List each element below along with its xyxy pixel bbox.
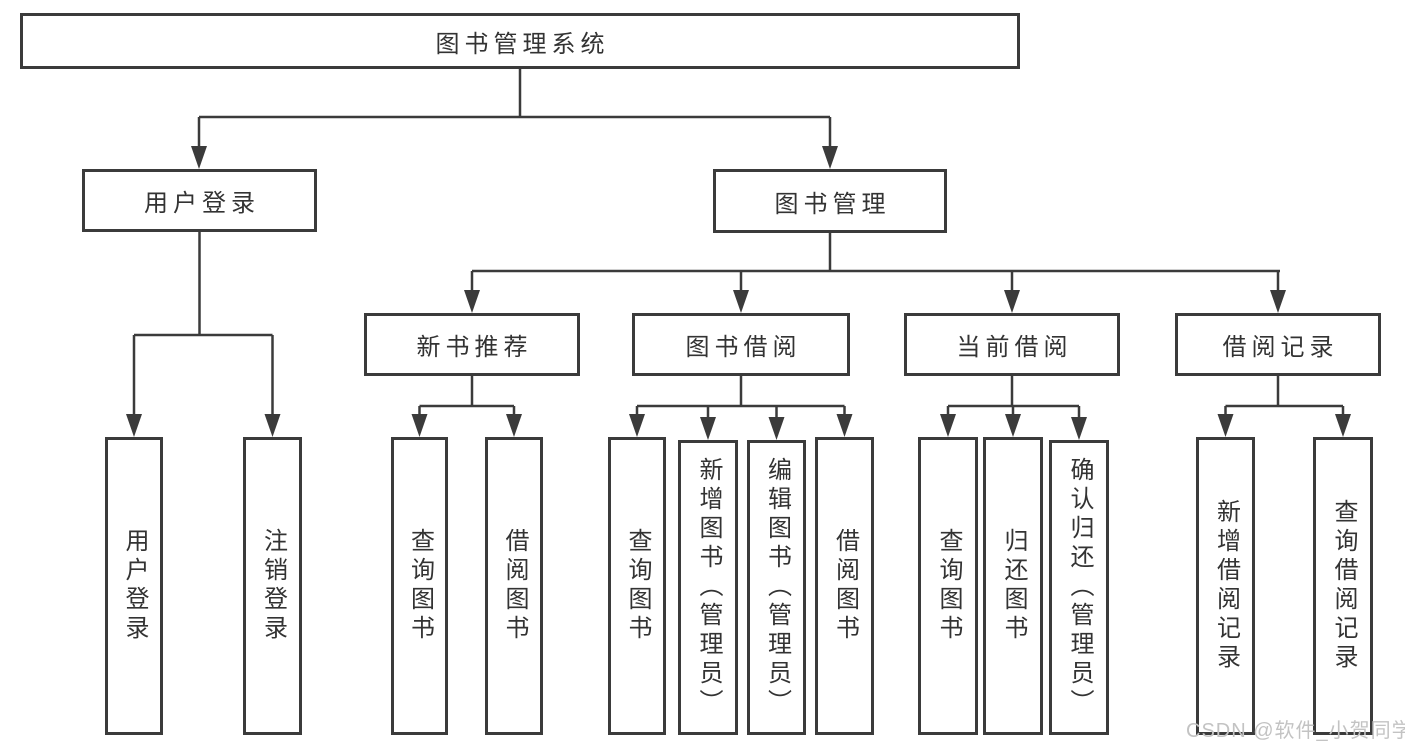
node-user-login-action: 用户登录 [105,437,163,735]
arrowhead-icon [629,414,645,437]
node-new-book-recommend: 新书推荐 [364,313,580,376]
node-edit-books-admin-label: 编辑图书（管理员） [763,457,791,718]
node-user-login-label: 用户登录 [144,190,260,217]
flow-arrow [264,335,281,437]
flow-arrow [822,117,838,169]
node-recommend-borrow-books-label: 借阅图书 [501,528,528,644]
flow-arrow [768,406,785,440]
node-new-book-recommend-label: 新书推荐 [416,334,533,361]
arrowhead-icon [1005,414,1021,437]
node-book-borrowing: 图书借阅 [632,313,850,376]
node-borrowing-records: 借阅记录 [1175,313,1381,376]
arrowhead-icon [822,146,838,169]
arrowhead-icon [1071,417,1087,440]
node-borrowing-records-label: 借阅记录 [1222,334,1339,361]
flow-arrow [940,406,956,437]
node-recommend-borrow-books: 借阅图书 [485,437,543,735]
node-current-query-books: 查询图书 [918,437,978,735]
flow-arrow [1004,271,1020,313]
arrowhead-icon [733,290,749,313]
flow-arrow [1071,406,1087,440]
arrowhead-icon [464,290,480,313]
node-query-borrow-record-label: 查询借阅记录 [1330,499,1357,673]
watermark: CSDN @软件_小贺同学 [1186,720,1405,742]
flow-arrow [411,406,428,437]
node-logout-action: 注销登录 [243,437,302,735]
flow-arrow [191,117,207,169]
node-confirm-return-admin-label: 确认归还（管理员） [1066,457,1093,718]
node-recommend-query-books: 查询图书 [391,437,448,735]
flow-arrow [506,406,522,437]
arrowhead-icon [836,414,853,437]
flow-arrow [464,271,480,313]
node-logout-action-label: 注销登录 [259,528,287,644]
flow-arrow [700,406,716,440]
node-system-root-label: 图书管理系统 [435,30,610,58]
arrowhead-icon [1217,414,1234,437]
flow-arrow [1335,406,1351,437]
arrowhead-icon [126,414,142,437]
arrowhead-icon [264,414,281,437]
node-current-borrowing: 当前借阅 [904,313,1120,376]
node-borrowing-borrow-books: 借阅图书 [815,437,874,735]
arrowhead-icon [506,414,522,437]
flow-arrow [1217,406,1234,437]
flow-arrow [126,335,142,437]
node-return-books: 归还图书 [983,437,1043,735]
arrowhead-icon [1004,290,1020,313]
arrowhead-icon [1335,414,1351,437]
flow-arrow [1270,271,1286,313]
node-add-borrow-record: 新增借阅记录 [1196,437,1255,735]
flow-arrow [836,406,853,437]
arrowhead-icon [768,417,785,440]
node-borrowing-query-books: 查询图书 [608,437,666,735]
node-book-management-label: 图书管理 [774,190,891,218]
node-query-borrow-record: 查询借阅记录 [1313,437,1373,735]
flow-arrow [733,271,749,313]
node-current-borrowing-label: 当前借阅 [956,334,1073,361]
node-borrowing-query-books-label: 查询图书 [624,528,651,644]
node-current-query-books-label: 查询图书 [935,528,962,644]
node-book-management: 图书管理 [713,169,947,233]
arrowhead-icon [700,417,716,440]
node-recommend-query-books-label: 查询图书 [406,528,434,644]
arrowhead-icon [1270,290,1286,313]
node-borrowing-borrow-books-label: 借阅图书 [831,528,859,644]
node-user-login-action-label: 用户登录 [121,528,148,644]
node-system-root: 图书管理系统 [20,13,1020,69]
flow-arrow [629,406,645,437]
flow-arrow [1005,406,1021,437]
arrowhead-icon [940,414,956,437]
node-edit-books-admin: 编辑图书（管理员） [747,440,806,735]
node-add-books-admin: 新增图书（管理员） [678,440,738,735]
arrowhead-icon [411,414,428,437]
node-add-borrow-record-label: 新增借阅记录 [1212,499,1240,673]
node-confirm-return-admin: 确认归还（管理员） [1049,440,1109,735]
node-book-borrowing-label: 图书借阅 [685,334,802,361]
node-user-login: 用户登录 [82,169,317,232]
arrowhead-icon [191,146,207,169]
node-add-books-admin-label: 新增图书（管理员） [695,457,722,718]
node-return-books-label: 归还图书 [1000,528,1027,644]
